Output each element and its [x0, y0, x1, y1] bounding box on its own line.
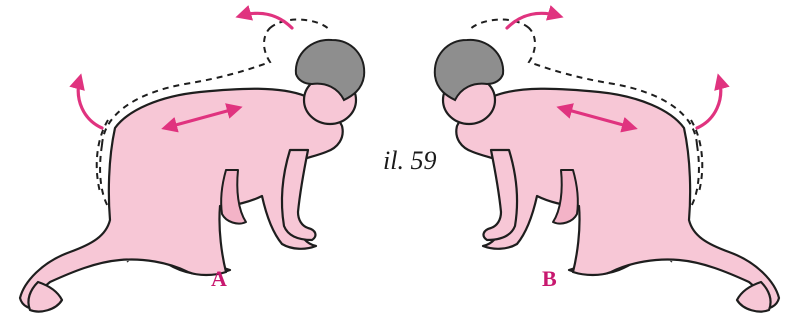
panel-label-b: B [542, 266, 557, 292]
panel-label-a: A [211, 266, 227, 292]
figure-caption: il. 59 [383, 146, 463, 176]
panel-b-figure [435, 13, 779, 311]
panel-a-figure [20, 13, 364, 311]
